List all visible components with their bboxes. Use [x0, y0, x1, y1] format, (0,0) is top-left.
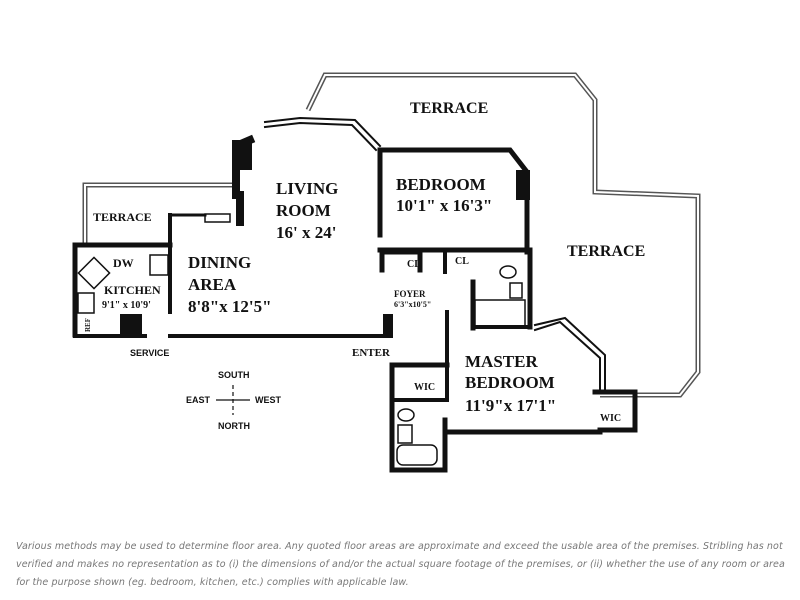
living-room-label-2: ROOM	[276, 201, 331, 220]
master-bedroom-dims: 11'9"x 17'1"	[465, 396, 556, 415]
walls	[72, 116, 638, 473]
compass-north: NORTH	[218, 421, 250, 431]
compass-east: EAST	[186, 395, 211, 405]
dining-label-2: AREA	[188, 275, 237, 294]
bedroom-dims: 10'1" x 16'3"	[396, 196, 492, 215]
terrace-right-label: TERRACE	[567, 243, 645, 260]
dishwasher-label: DW	[113, 256, 134, 270]
master-bedroom-label-2: BEDROOM	[465, 373, 555, 392]
dining-dims: 8'8"x 12'5"	[188, 297, 272, 316]
terrace-left-label: TERRACE	[93, 210, 152, 224]
compass-west: WEST	[255, 395, 282, 405]
dining-label: DINING	[188, 253, 251, 272]
kitchen-label: KITCHEN	[104, 283, 161, 297]
enter-label: ENTER	[352, 347, 391, 359]
living-room-dims: 16' x 24'	[276, 223, 336, 242]
foyer-label: FOYER	[394, 289, 426, 299]
closet-label-2: CL	[455, 256, 469, 267]
wic-label-2: WIC	[600, 413, 621, 424]
floor-plan: TERRACE TERRACE TERRACE LIVING ROOM 16' …	[72, 72, 701, 473]
terrace-top-label: TERRACE	[410, 100, 488, 117]
terrace-outline	[82, 72, 701, 398]
service-entrance-label: SERVICE	[130, 348, 169, 358]
wic-label-1: WIC	[414, 382, 435, 393]
compass-south: SOUTH	[218, 370, 250, 380]
closet-label-1: CL	[407, 259, 421, 270]
living-room-label: LIVING	[276, 179, 338, 198]
master-bedroom-label: MASTER	[465, 352, 538, 371]
kitchen-dims: 9'1" x 10'9'	[102, 300, 151, 311]
compass: SOUTH EAST WEST NORTH	[186, 370, 282, 431]
refrigerator-label: REF	[84, 318, 92, 332]
disclaimer-text: Various methods may be used to determine…	[16, 541, 785, 588]
bedroom-label: BEDROOM	[396, 175, 486, 194]
foyer-dims: 6'3"x10'5"	[394, 300, 431, 309]
